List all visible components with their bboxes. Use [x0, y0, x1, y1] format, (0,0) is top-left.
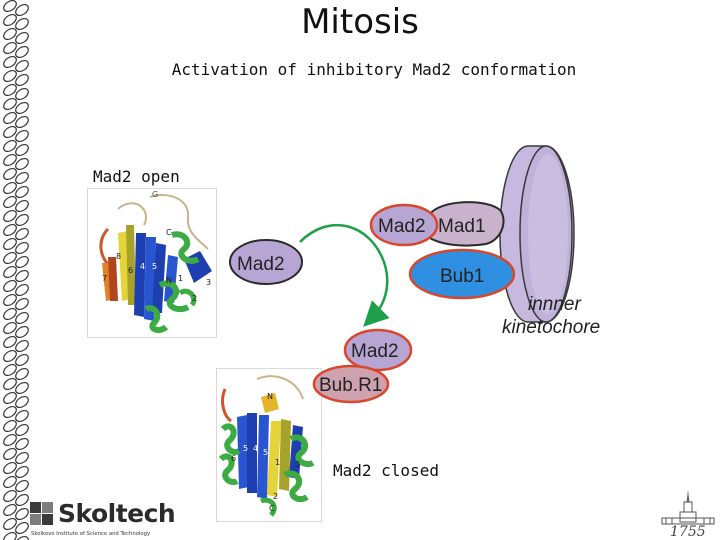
mad2-open-structure-image: G 8 7 6 4 5 N 1 3 2 C — [87, 188, 217, 338]
svg-text:G: G — [152, 190, 158, 199]
skoltech-logo: Skoltech Skolkovo Institute of Science a… — [28, 499, 176, 540]
spiral-ring — [3, 461, 29, 479]
skoltech-logo-tagline: Skolkovo Institute of Science and Techno… — [31, 531, 151, 537]
svg-text:3: 3 — [295, 460, 300, 469]
svg-text:6: 6 — [231, 454, 236, 463]
svg-text:7: 7 — [102, 274, 107, 283]
conversion-arrow — [299, 223, 390, 327]
svg-text:4: 4 — [140, 262, 145, 271]
spiral-ring — [3, 377, 29, 395]
svg-text:8: 8 — [116, 252, 121, 261]
spiral-ring — [3, 223, 29, 241]
spiral-ring — [3, 503, 29, 521]
mad2-closed-label: Mad2 closed — [333, 461, 439, 480]
mad2-bound-node: Mad2 — [369, 203, 439, 247]
skoltech-logo-word: Skoltech — [58, 499, 176, 528]
svg-text:N: N — [166, 276, 172, 285]
spiral-ring — [3, 237, 29, 255]
svg-text:Mad1: Mad1 — [438, 216, 486, 237]
slide-title: Mitosis — [301, 2, 419, 42]
svg-text:2: 2 — [273, 492, 278, 501]
spiral-ring — [3, 167, 29, 185]
svg-text:Mad2: Mad2 — [378, 216, 426, 237]
mad2-free-node: Mad2 — [229, 239, 303, 285]
svg-text:Bub1: Bub1 — [440, 266, 484, 287]
spiral-ring — [3, 55, 29, 73]
spiral-ring — [3, 265, 29, 283]
spiral-binding — [3, 0, 29, 540]
spiral-ring — [3, 125, 29, 143]
kinetochore-label-line2: kinetochore — [502, 317, 600, 338]
svg-text:N: N — [267, 392, 273, 401]
svg-text:1: 1 — [178, 274, 183, 283]
svg-text:6: 6 — [128, 266, 133, 275]
mad2-closed-node: Mad2 — [343, 328, 413, 372]
svg-text:2: 2 — [192, 294, 197, 303]
svg-text:5: 5 — [243, 444, 248, 453]
spiral-ring — [3, 517, 29, 535]
svg-text:Bub.R1: Bub.R1 — [319, 375, 382, 396]
spiral-ring — [3, 181, 29, 199]
spiral-ring — [3, 349, 29, 367]
spiral-ring — [3, 209, 29, 227]
bubr1-node: Bub.R1 — [312, 364, 390, 404]
slide-subtitle: Activation of inhibitory Mad2 conformati… — [171, 60, 577, 79]
svg-text:4: 4 — [253, 444, 258, 453]
spiral-ring — [3, 307, 29, 325]
spiral-ring — [3, 335, 29, 353]
svg-text:1: 1 — [275, 458, 280, 467]
spiral-ring — [3, 279, 29, 297]
spiral-ring — [3, 391, 29, 409]
svg-text:3: 3 — [206, 278, 211, 287]
inner-kinetochore-cylinder — [499, 145, 575, 323]
svg-text:5: 5 — [152, 262, 157, 271]
svg-text:Mad2: Mad2 — [351, 341, 399, 362]
spiral-ring — [3, 195, 29, 213]
mad1-node: Mad1 — [428, 201, 505, 247]
skoltech-logo-mark — [30, 502, 53, 525]
spiral-ring — [3, 363, 29, 381]
spiral-ring — [3, 139, 29, 157]
mad2-open-label: Mad2 open — [93, 167, 180, 186]
svg-text:C: C — [166, 228, 172, 237]
mad2-closed-structure-image: N 6 5 4 5 1 2 3 C — [216, 368, 322, 522]
spiral-ring — [3, 447, 29, 465]
spiral-ring — [3, 531, 29, 540]
spiral-ring — [3, 97, 29, 115]
spiral-ring — [3, 489, 29, 507]
svg-text:Mad2: Mad2 — [237, 254, 285, 275]
spiral-ring — [3, 111, 29, 129]
svg-text:C: C — [269, 504, 275, 513]
svg-text:5: 5 — [263, 448, 268, 457]
emblem-year: 1755 — [670, 524, 706, 540]
spiral-ring — [3, 153, 29, 171]
spiral-ring — [3, 433, 29, 451]
spiral-ring — [3, 41, 29, 59]
spiral-ring — [3, 13, 29, 31]
spiral-ring — [3, 69, 29, 87]
kinetochore-label-line1: innner — [528, 294, 581, 315]
spiral-ring — [3, 251, 29, 269]
spiral-ring — [3, 419, 29, 437]
spiral-ring — [3, 0, 29, 17]
spiral-ring — [3, 27, 29, 45]
university-emblem — [661, 490, 715, 525]
spiral-ring — [3, 475, 29, 493]
spiral-ring — [3, 83, 29, 101]
bub1-node: Bub1 — [408, 248, 516, 300]
spiral-ring — [3, 293, 29, 311]
spiral-ring — [3, 321, 29, 339]
spiral-ring — [3, 405, 29, 423]
